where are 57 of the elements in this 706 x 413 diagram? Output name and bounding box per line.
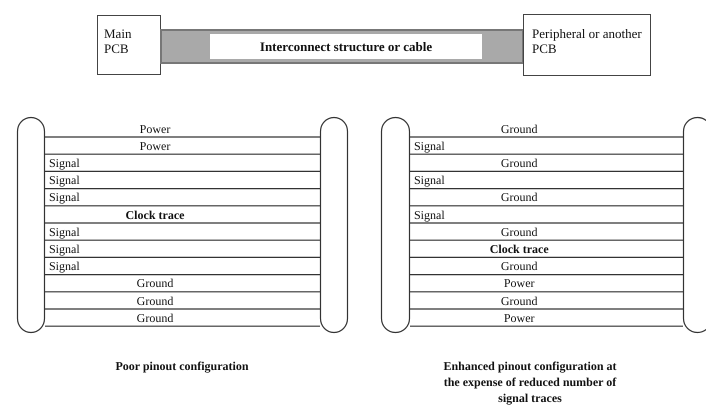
board-box <box>523 14 651 76</box>
trace-label: Ground <box>500 190 539 204</box>
trace-line <box>410 154 683 155</box>
board-label: Peripheral or another PCB <box>532 26 643 56</box>
connector-bar <box>381 117 410 333</box>
caption-text: Poor pinout configuration <box>114 358 250 374</box>
trace-line <box>410 205 683 206</box>
board-box <box>97 15 161 75</box>
trace-line <box>410 222 683 224</box>
trace-line <box>45 308 320 310</box>
trace-label: Ground <box>136 310 174 325</box>
trace-label: Clock trace <box>488 242 550 256</box>
trace-line <box>410 326 683 327</box>
trace-line <box>410 240 683 241</box>
trace-label: Signal <box>413 138 446 153</box>
cable-label: Interconnect structure or cable <box>210 34 482 59</box>
trace-label: Ground <box>136 276 174 290</box>
trace-label: Ground <box>500 224 539 239</box>
trace-label: Ground <box>500 259 539 274</box>
connector-bar <box>17 117 45 333</box>
board-label: Main PCB <box>104 26 132 56</box>
trace-label: Signal <box>48 190 81 204</box>
trace-label: Signal <box>413 173 446 188</box>
trace-label: Ground <box>136 294 174 308</box>
trace-line <box>45 291 320 292</box>
trace-label: Ground <box>500 122 539 136</box>
trace-line <box>45 170 320 172</box>
trace-line <box>45 205 320 206</box>
trace-line <box>410 308 683 310</box>
caption-text: Enhanced pinout configuration at the expense of reduced number of signal traces <box>442 358 618 406</box>
trace-line <box>45 240 320 241</box>
trace-label: Signal <box>48 156 81 170</box>
trace-line <box>45 154 320 155</box>
trace-label: Ground <box>500 294 539 308</box>
trace-line <box>410 170 683 172</box>
trace-line <box>410 291 683 292</box>
trace-line <box>410 256 683 258</box>
trace-label: Ground <box>500 156 539 170</box>
trace-line <box>45 188 320 190</box>
trace-line <box>410 274 683 276</box>
trace-line <box>45 136 320 138</box>
connector-bar <box>320 117 348 333</box>
trace-label: Signal <box>48 242 81 256</box>
trace-label: Clock trace <box>124 208 186 222</box>
trace-line <box>45 326 320 327</box>
trace-label: Signal <box>48 224 81 239</box>
trace-label: Power <box>502 276 536 290</box>
trace-line <box>410 136 683 138</box>
trace-label: Signal <box>48 173 81 188</box>
trace-label: Signal <box>413 208 446 222</box>
trace-line <box>410 188 683 190</box>
trace-line <box>45 274 320 276</box>
trace-line <box>45 256 320 258</box>
trace-label: Signal <box>48 259 81 274</box>
trace-line <box>45 222 320 224</box>
connector-bar <box>683 117 706 333</box>
cable-band <box>160 29 524 64</box>
